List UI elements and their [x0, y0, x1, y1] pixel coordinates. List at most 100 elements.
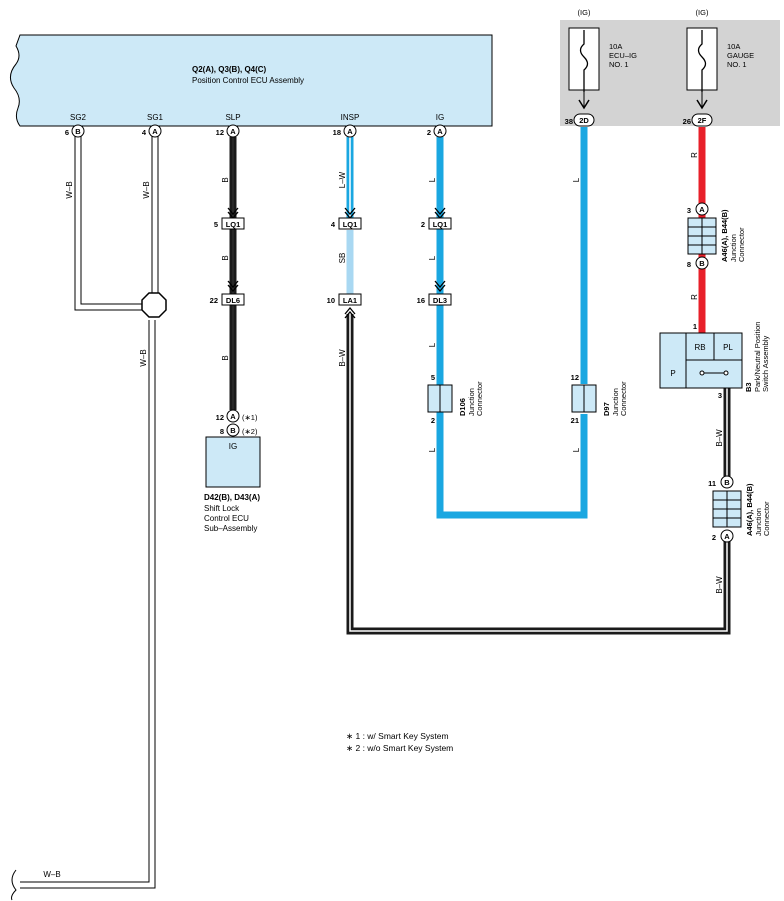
ig-dl3-label: DL3	[433, 296, 447, 305]
d106-name2: Connector	[475, 381, 484, 416]
wire-label-sg1: W–B	[142, 181, 151, 198]
wire-label-ecu-ig1: L	[572, 177, 581, 182]
wire-sg1	[151, 136, 159, 295]
pin-conn-slp: A	[230, 127, 236, 136]
terminal-name-ig: IG	[436, 113, 444, 122]
pin-conn-sg2: B	[75, 127, 81, 136]
jc-lower-name2: Connector	[762, 501, 771, 536]
terminal-name-insp: INSP	[341, 113, 360, 122]
splice-point	[141, 292, 167, 318]
pnp-switch: 1 RB PL P 3 B3 Park/Neutral Position Swi…	[659, 322, 770, 400]
d106-pin-top: 5	[431, 373, 435, 382]
pin-num-sg2: 6	[65, 128, 69, 137]
pin-conn-sg1: A	[152, 127, 158, 136]
jc-upper-pin-top: 3	[687, 206, 691, 215]
fuse2-arrow	[696, 99, 708, 110]
d97-pin-top: 12	[571, 373, 579, 382]
insp-la1-pin: 10	[327, 296, 335, 305]
ecu-title: Q2(A), Q3(B), Q4(C)	[192, 65, 267, 74]
slp-dl6-label: DL6	[226, 296, 240, 305]
pin-num-insp: 18	[333, 128, 341, 137]
pnp-rb: RB	[694, 343, 705, 352]
wire-label-sg-common: W–B	[139, 349, 148, 366]
insp-lq1-pin: 4	[331, 220, 336, 229]
shift-lock-conn1: A	[230, 412, 236, 421]
shift-lock-id: D42(B), D43(A)	[204, 493, 260, 502]
jc-upper-conn-bottom: B	[699, 259, 705, 268]
bottom-break-mark	[11, 869, 17, 901]
ecu-pins: 6 B 4 A 12 A 18 A 2 A	[65, 124, 447, 138]
jc-upper-name1: Junction	[729, 234, 738, 262]
fuse2-element	[697, 30, 707, 92]
pin-conn-insp: A	[347, 127, 353, 136]
insp-lq1-label: LQ1	[343, 220, 358, 229]
d97-pin-bottom: 21	[571, 416, 579, 425]
fuse1-ig-label: (IG)	[578, 8, 591, 17]
jc-lower-conn-top: B	[724, 478, 730, 487]
shift-lock-pin1: 12	[216, 413, 224, 422]
inline-connectors: LQ1 5 DL6 22 LQ1 4 LA1 10 LQ1 2 DL3 16	[210, 207, 452, 319]
insp-la1-label: LA1	[343, 296, 357, 305]
fuse2-ig-label: (IG)	[696, 8, 709, 17]
fuse1-name1: ECU–IG	[609, 51, 637, 60]
d106-id: D106	[458, 398, 467, 416]
ig-dl3-pin: 16	[417, 296, 425, 305]
wire-label-ig2: L	[428, 255, 437, 260]
wire-label-slp2: B	[221, 255, 230, 260]
fuse1-pin-num: 38	[565, 117, 573, 126]
fuse1-rating: 10A	[609, 42, 622, 51]
fuse2-pin-num: 26	[683, 117, 691, 126]
jc-lower-name1: Junction	[754, 508, 763, 536]
fuse2-conn: 2F	[698, 116, 707, 125]
wire-sg2	[74, 136, 148, 311]
wire-label-sg2: W–B	[65, 181, 74, 198]
fuse2-name2: NO. 1	[727, 60, 747, 69]
terminal-name-slp: SLP	[225, 113, 240, 122]
d106-pin-bottom: 2	[431, 416, 435, 425]
ecu-box	[10, 34, 493, 127]
fuse2-rating: 10A	[727, 42, 740, 51]
slp-dl6-pin: 22	[210, 296, 218, 305]
wire-label-slp3: B	[221, 355, 230, 360]
wire-label-ig1: L	[428, 177, 437, 182]
wire-label-ecu-ig2: L	[572, 447, 581, 452]
shift-lock-conn2: B	[230, 426, 236, 435]
fuse1-name2: NO. 1	[609, 60, 629, 69]
wire-label-ig3: L	[428, 342, 437, 347]
shift-lock-inner: IG	[229, 442, 237, 451]
pin-num-sg1: 4	[142, 128, 147, 137]
wire-ig	[436, 137, 588, 519]
fuse1-conn: 2D	[579, 116, 589, 125]
wire-sg-common	[20, 320, 156, 889]
d97-name1: Junction	[611, 388, 620, 416]
position-control-ecu: Q2(A), Q3(B), Q4(C) Position Control ECU…	[10, 34, 493, 127]
junction-d106: 5 2 D106 Junction Connector	[427, 373, 484, 425]
terminal-name-sg2: SG2	[70, 113, 87, 122]
pnp-pl: PL	[723, 343, 733, 352]
wire-label-gauge2: R	[690, 294, 699, 300]
wire-label-slp1: B	[221, 177, 230, 182]
jc-lower-conn-bottom: A	[724, 532, 730, 541]
note-2: ∗ 2 : w/o Smart Key System	[346, 743, 454, 753]
pnp-id: B3	[744, 382, 753, 392]
terminal-name-sg1: SG1	[147, 113, 164, 122]
jc-upper-name2: Connector	[737, 227, 746, 262]
jc-lower-pin-bottom: 2	[712, 533, 716, 542]
shift-lock-line2: Control ECU	[204, 514, 249, 523]
pnp-pin-out: 3	[718, 391, 722, 400]
junction-upper: 3 A 8 B A46(A), B44(B) Junction Connecto…	[687, 202, 746, 270]
slp-lq1-pin: 5	[214, 220, 218, 229]
pin-num-slp: 12	[216, 128, 224, 137]
ig-lq1-label: LQ1	[433, 220, 448, 229]
wire-label-bottom: W–B	[43, 870, 60, 879]
wire-label-insp-sb: SB	[338, 253, 347, 264]
shift-lock-note2: (∗2)	[242, 427, 258, 436]
shift-lock-line1: Shift Lock	[204, 504, 240, 513]
junction-d97: 12 21 D97 Junction Connector	[571, 373, 628, 425]
wire-label-pnp-ret: B–W	[715, 576, 724, 594]
wire-label-insp-bw: B–W	[338, 349, 347, 367]
jc-lower-id: A46(A), B44(B)	[745, 483, 754, 536]
jc-upper-id: A46(A), B44(B)	[720, 209, 729, 262]
pin-conn-ig: A	[437, 127, 443, 136]
